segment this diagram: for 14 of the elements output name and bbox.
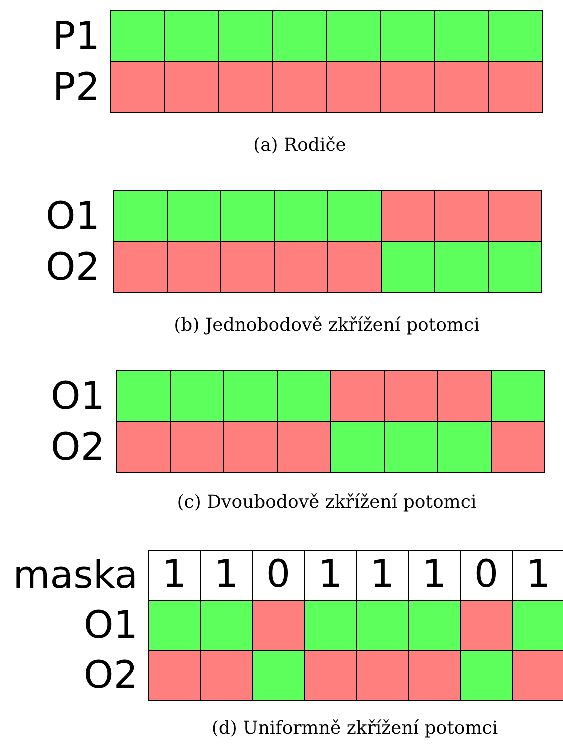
row-label: P2 xyxy=(52,66,100,106)
row-label: O1 xyxy=(46,196,100,236)
row-label: O2 xyxy=(46,246,100,286)
row-label: O1 xyxy=(50,376,105,416)
row-label: O2 xyxy=(84,655,138,695)
subfigure-caption: (a) Rodiče xyxy=(254,135,346,157)
row-label: maska xyxy=(13,555,138,595)
subfigure-caption: (c) Dvoubodově zkřížení potomci xyxy=(177,492,477,514)
mask-digit: 1 xyxy=(148,550,201,601)
row-label: P1 xyxy=(52,16,100,56)
row-label: O1 xyxy=(84,605,138,645)
row-label: O2 xyxy=(50,426,105,466)
subfigure-caption: (b) Jednobodově zkřížení potomci xyxy=(174,315,480,337)
subfigure-caption: (d) Uniformně zkřížení potomci xyxy=(212,718,498,740)
